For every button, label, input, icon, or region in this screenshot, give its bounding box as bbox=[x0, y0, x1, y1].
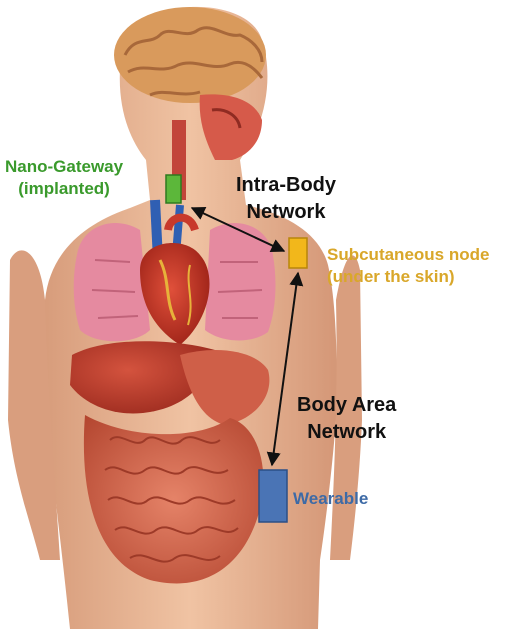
subcutaneous-label-line1: Subcutaneous node bbox=[327, 244, 489, 266]
nano-gateway-label-line2: (implanted) bbox=[5, 178, 123, 200]
subcutaneous-node bbox=[289, 238, 307, 268]
nano-gateway-node bbox=[166, 175, 181, 203]
body-area-label-line1: Body Area bbox=[297, 392, 396, 419]
body-area-label-line2: Network bbox=[297, 419, 396, 446]
subcutaneous-label-line2: (under the skin) bbox=[327, 266, 489, 288]
intra-body-network-label: Intra-Body Network bbox=[236, 172, 336, 226]
subcutaneous-node-label: Subcutaneous node (under the skin) bbox=[327, 244, 489, 288]
intra-body-label-line2: Network bbox=[236, 199, 336, 226]
wearable-label: Wearable bbox=[293, 488, 368, 510]
brain bbox=[114, 7, 266, 103]
wearable-device bbox=[259, 470, 287, 522]
nano-gateway-label-line1: Nano-Gateway bbox=[5, 156, 123, 178]
intra-body-label-line1: Intra-Body bbox=[236, 172, 336, 199]
nano-gateway-label: Nano-Gateway (implanted) bbox=[5, 156, 123, 200]
body-area-network-label: Body Area Network bbox=[297, 392, 396, 446]
